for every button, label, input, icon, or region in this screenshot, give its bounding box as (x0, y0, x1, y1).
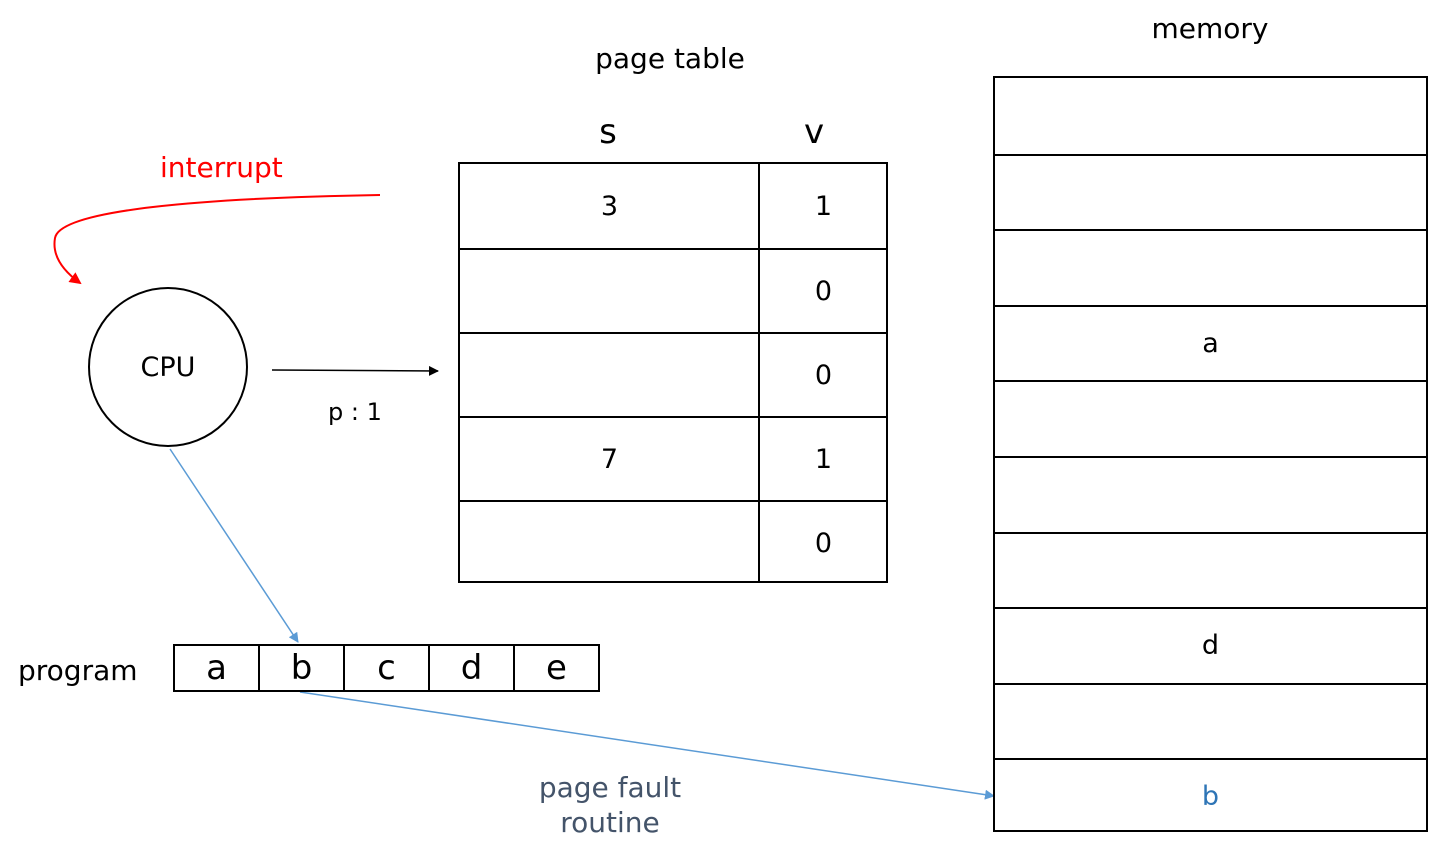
page-table-frame-cell (460, 502, 759, 584)
cpu-node: CPU (88, 287, 248, 447)
cpu-to-program-arrow (169, 448, 299, 643)
memory-frame-loaded: b (995, 758, 1426, 832)
cpu-label: CPU (140, 351, 196, 383)
memory-frame: a (995, 304, 1426, 381)
program-page-cell: b (258, 646, 343, 690)
page-table-valid-bit-cell: 0 (814, 359, 833, 391)
page-table-header-v: v (803, 112, 825, 152)
page-table-valid-bit-cell: 0 (814, 275, 833, 307)
program-page-cell: d (428, 646, 513, 690)
page-table-title: page table (595, 42, 745, 75)
page-table-valid-bit-cell: 1 (814, 190, 833, 222)
page-table-column-divider (758, 164, 760, 581)
memory-frame (995, 456, 1426, 532)
program-pages: a b c d e (173, 644, 600, 692)
memory-block: a d b (993, 76, 1428, 832)
program-label: program (18, 654, 138, 687)
interrupt-label: interrupt (160, 151, 283, 184)
interrupt-arrow (53, 194, 381, 285)
memory-frame (995, 531, 1426, 608)
page-table-row: 0 (460, 332, 886, 416)
program-page-cell: c (343, 646, 428, 690)
page-table-header-s: s (599, 112, 617, 152)
program-page-cell: a (206, 648, 227, 688)
page-table-valid-bit-cell: 0 (814, 527, 833, 559)
page-table-frame-cell (460, 334, 759, 416)
page-table-valid-bit-cell: 1 (814, 443, 833, 475)
memory-title: memory (1151, 12, 1269, 45)
page-table-row: 0 (460, 500, 886, 584)
page-fault-label-line1: page fault (538, 771, 682, 804)
memory-frame: d (995, 607, 1426, 683)
cpu-to-page-table-arrow (271, 365, 439, 376)
memory-frame (995, 380, 1426, 456)
page-table-frame-cell (460, 250, 759, 332)
page-fault-routine-label: page fault routine (500, 770, 720, 840)
program-page-cell: e (513, 646, 598, 690)
memory-frame (995, 78, 1426, 154)
page-table-frame-cell: 3 (600, 190, 619, 222)
memory-frame (995, 682, 1426, 759)
page-table-frame-cell: 7 (600, 443, 619, 475)
page-index-label: p : 1 (328, 398, 382, 426)
page-table: 3 1 0 0 7 1 0 (458, 162, 888, 583)
page-table-row: 0 (460, 248, 886, 332)
page-fault-label-line2: routine (560, 806, 660, 839)
page-table-row: 7 1 (460, 416, 886, 500)
memory-frame (995, 153, 1426, 230)
page-table-row: 3 1 (460, 164, 886, 248)
memory-frame (995, 229, 1426, 305)
page-fault-arrow (299, 691, 995, 800)
